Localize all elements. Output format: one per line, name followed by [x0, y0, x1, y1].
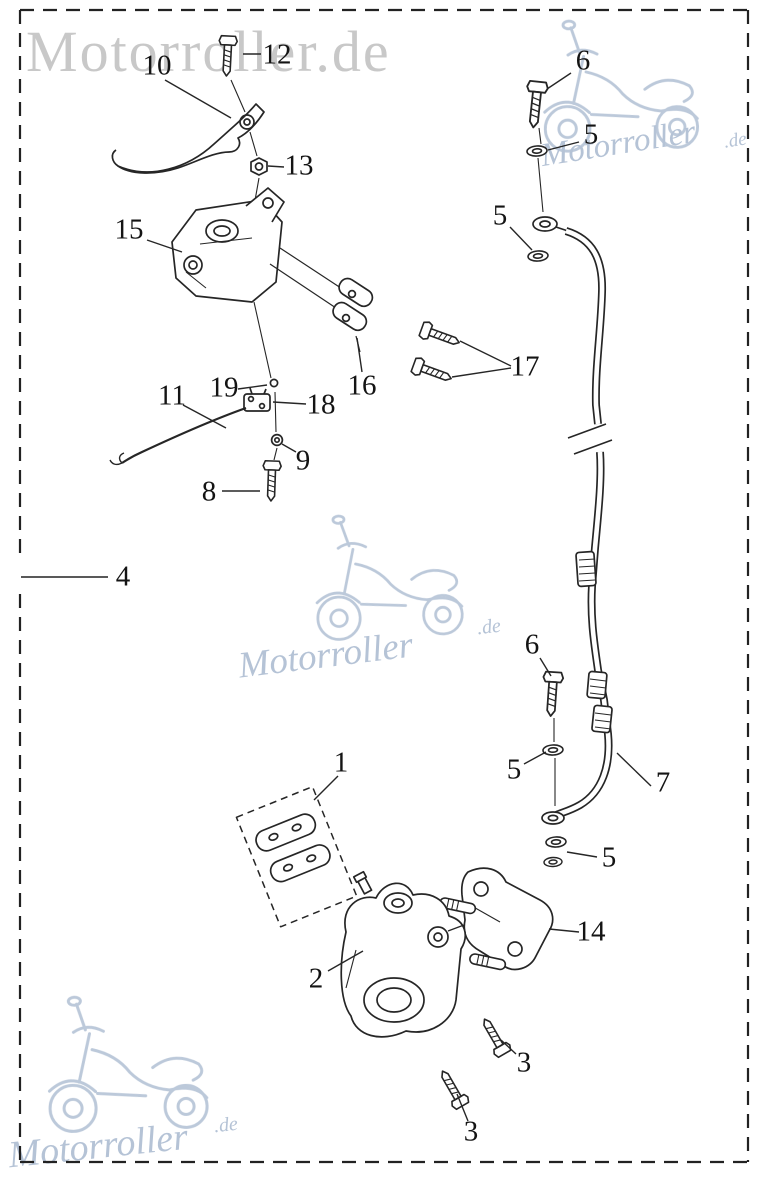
part-number-label: 3	[516, 1046, 532, 1079]
part-number-label: 5	[601, 841, 617, 874]
part-number-label: 14	[576, 915, 606, 948]
part-number-label: 19	[209, 371, 239, 404]
part-number-label: 11	[158, 379, 186, 412]
part-number-label: 10	[142, 49, 172, 82]
part-number-label: 5	[506, 753, 522, 786]
part-number-label: 8	[201, 475, 217, 508]
part-number-label: 6	[524, 628, 540, 661]
part-number-label: 7	[655, 766, 671, 799]
part-number-label: 4	[115, 560, 131, 593]
part-number-label: 3	[463, 1115, 479, 1148]
part-number-label: 6	[575, 44, 591, 77]
part-number-label: 5	[583, 118, 599, 151]
part-number-label: 15	[114, 213, 144, 246]
part-number-label: 2	[308, 962, 324, 995]
part-number-label: 5	[492, 199, 508, 232]
part-number-label: 12	[262, 38, 292, 71]
part-number-label: 16	[347, 369, 377, 402]
watermark-header-text: Motorroller.de	[26, 19, 391, 84]
part-number-label: 13	[284, 149, 314, 182]
part-number-label: 1	[333, 746, 349, 779]
part-number-label: 18	[306, 388, 336, 421]
part-number-label: 9	[295, 444, 311, 477]
part-number-label: 17	[510, 350, 540, 383]
